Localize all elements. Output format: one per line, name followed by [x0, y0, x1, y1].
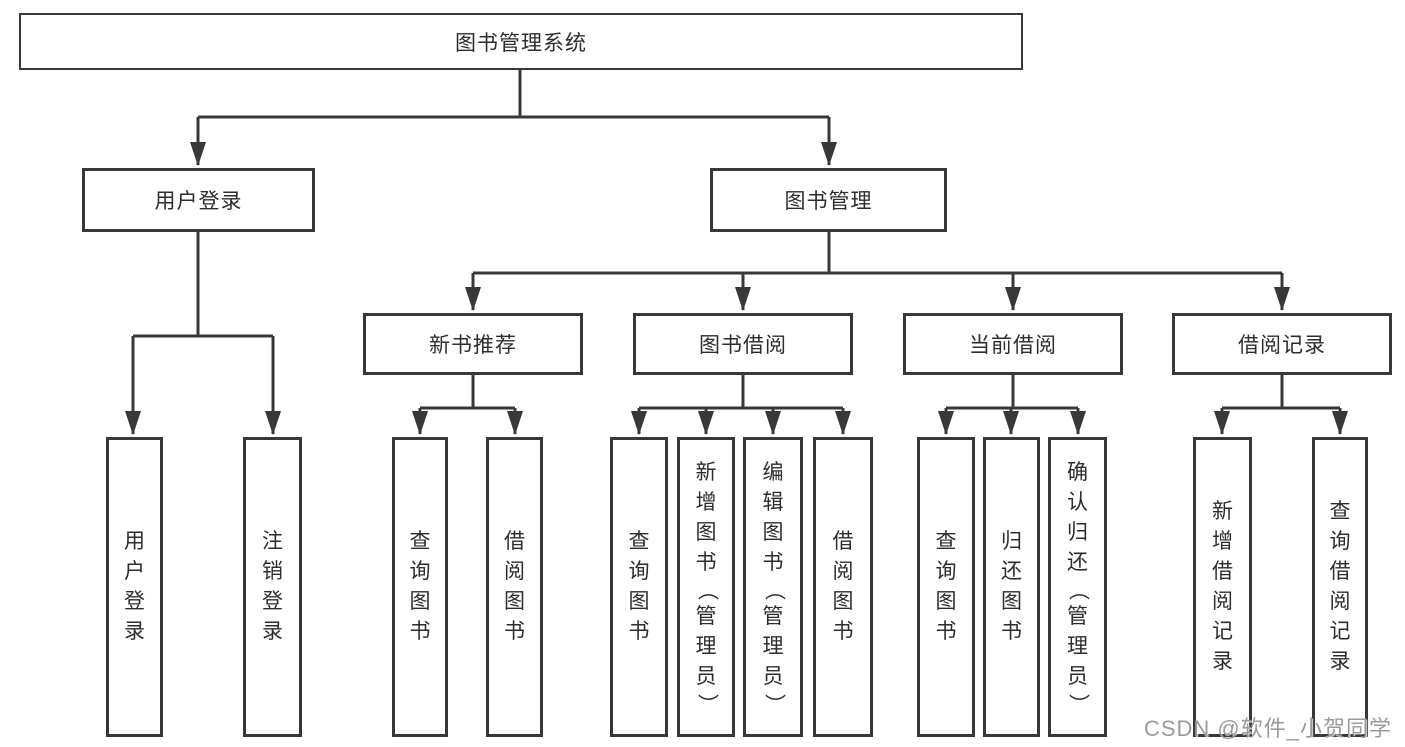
node-label: 图书借阅 [699, 334, 787, 357]
node-label: 借阅记录 [1238, 334, 1326, 357]
leaf-borrowing-borrow-books: 借阅图书 [813, 437, 873, 737]
node-library-management-system: 图书管理系统 [19, 13, 1023, 70]
leaf-current-query-books: 查询图书 [917, 437, 975, 737]
node-user-login: 用户登录 [82, 168, 315, 232]
node-book-management: 图书管理 [710, 168, 947, 232]
leaf-current-return-books: 归还图书 [983, 437, 1040, 737]
leaf-borrowing-edit-books-admin: 编辑图书（管理员） [743, 437, 803, 737]
node-label: 图书管理 [784, 190, 873, 213]
leaf-borrowing-query-books: 查询图书 [610, 437, 668, 737]
node-label: 图书管理系统 [455, 31, 587, 55]
leaf-newbook-query-books: 查询图书 [392, 437, 448, 737]
node-current-borrowing: 当前借阅 [903, 313, 1123, 375]
leaf-newbook-borrow-books: 借阅图书 [486, 437, 543, 737]
node-book-borrowing: 图书借阅 [633, 313, 853, 375]
leaf-logout-login: 注销登录 [243, 437, 302, 737]
node-borrowing-records: 借阅记录 [1172, 313, 1392, 375]
node-label: 当前借阅 [969, 334, 1057, 357]
node-new-book-recommendation: 新书推荐 [363, 313, 583, 375]
leaf-borrowing-add-books-admin: 新增图书（管理员） [677, 437, 735, 737]
leaf-records-add-borrow-record: 新增借阅记录 [1193, 437, 1252, 737]
leaf-user-login: 用户登录 [106, 437, 163, 737]
leaf-records-query-borrow-record: 查询借阅记录 [1312, 437, 1368, 737]
leaf-current-confirm-return-admin: 确认归还（管理员） [1048, 437, 1107, 737]
node-label: 用户登录 [154, 190, 243, 213]
csdn-watermark: CSDN @软件_小贺同学 [1143, 716, 1392, 741]
node-label: 新书推荐 [429, 334, 517, 357]
